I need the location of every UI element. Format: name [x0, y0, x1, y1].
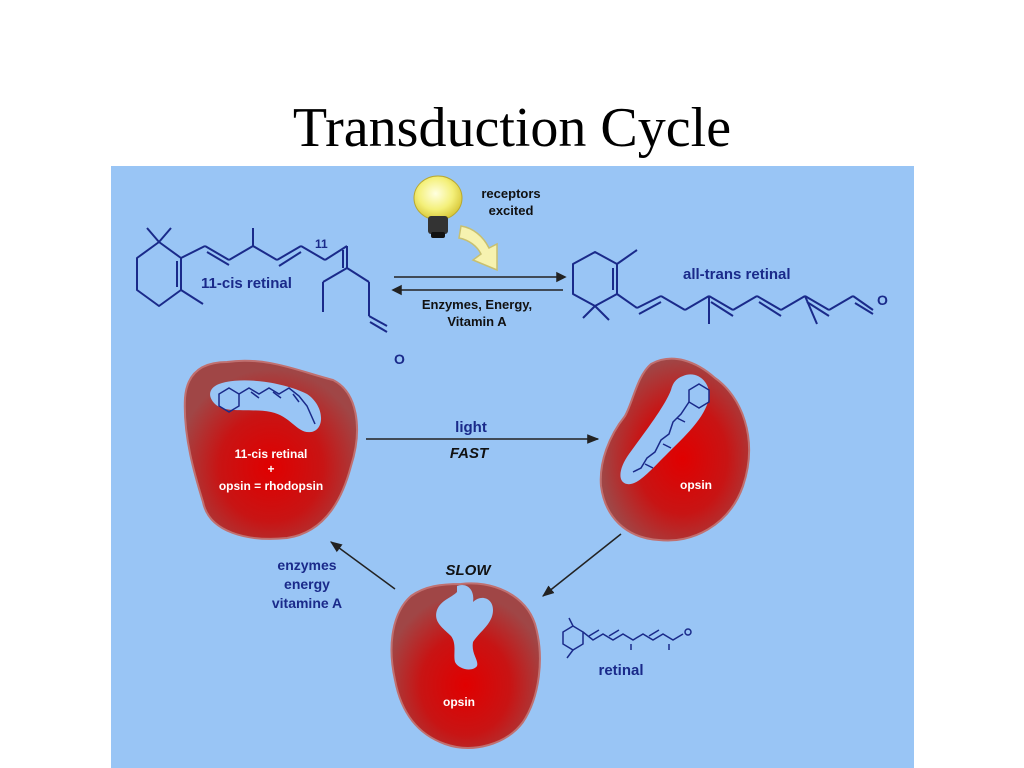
retinal-label: retinal	[598, 662, 643, 679]
slow-arrow	[542, 533, 622, 597]
equilibrium-arrows	[391, 271, 567, 296]
lightbulb-icon	[413, 175, 463, 238]
fast-label: FAST	[450, 445, 490, 462]
opsin-bound-label: opsin	[680, 478, 712, 492]
rhodopsin-label-line1: 11-cis retinal	[235, 447, 308, 461]
free-retinal-oxygen	[684, 628, 692, 636]
trans-oxygen-label: O	[877, 292, 888, 308]
reverse-conditions-line2: Vitamin A	[447, 314, 507, 329]
reverse-conditions-line1: Enzymes, Energy,	[422, 297, 532, 312]
enzymes-label-line3: vitamine A	[272, 595, 342, 611]
rhodopsin-label-line2: +	[267, 462, 274, 476]
enzymes-label-line1: enzymes	[277, 557, 336, 573]
free-retinal-structure	[562, 617, 684, 659]
free-opsin-protein	[390, 582, 541, 749]
carbon-11-label: 11	[315, 237, 328, 251]
slow-label: SLOW	[446, 562, 493, 579]
bleached-opsin-protein	[599, 357, 751, 542]
cis-retinal-structure	[136, 227, 388, 333]
curved-arrow-icon	[458, 225, 498, 272]
regeneration-arrow	[330, 541, 396, 590]
rhodopsin-protein	[183, 359, 358, 540]
excited-label: excited	[489, 203, 534, 218]
slide-title: Transduction Cycle	[292, 97, 732, 159]
opsin-free-label: opsin	[443, 695, 475, 709]
cis-oxygen-label: O	[394, 351, 405, 367]
light-label: light	[455, 419, 487, 436]
trans-retinal-label: all-trans retinal	[683, 266, 791, 283]
rhodopsin-label-line3: opsin = rhodopsin	[219, 479, 323, 493]
cis-retinal-label: 11-cis retinal	[201, 275, 292, 292]
receptors-label: receptors	[481, 186, 540, 201]
enzymes-label-line2: energy	[284, 576, 330, 592]
transduction-diagram: receptors excited O 11-cis retinal 11	[111, 166, 914, 768]
trans-retinal-structure	[572, 249, 874, 325]
